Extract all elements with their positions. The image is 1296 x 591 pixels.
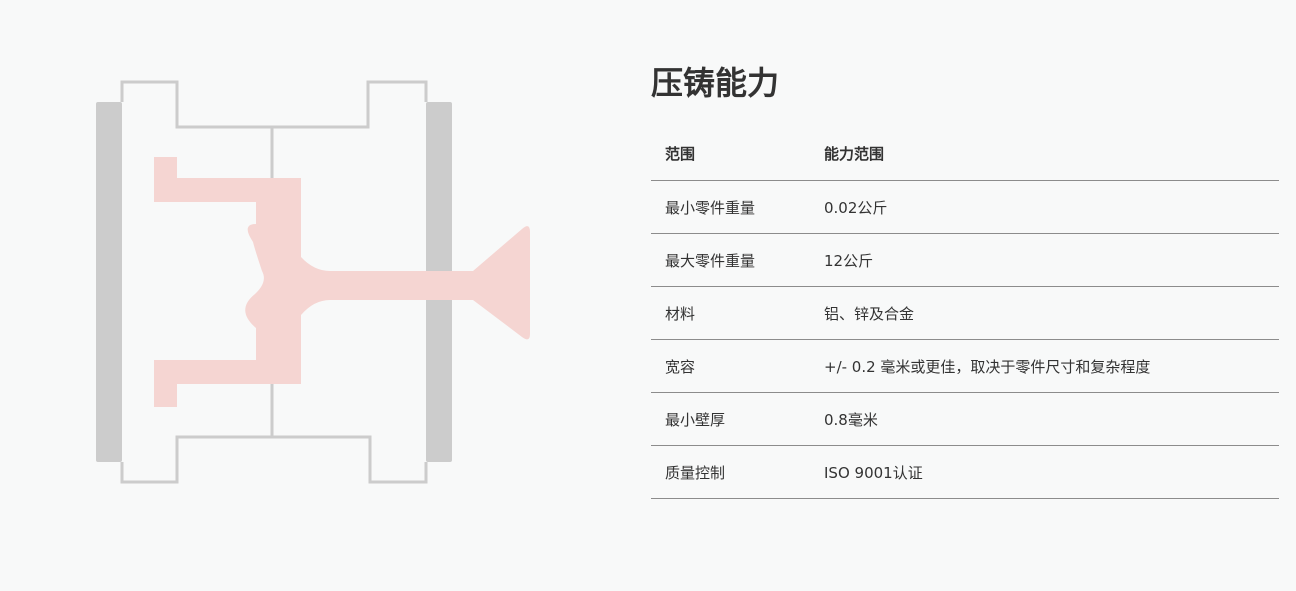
- row-value: 0.02公斤: [810, 180, 1279, 234]
- capability-table: 范围 能力范围 最小零件重量 0.02公斤 最大零件重量 12公斤 材料 铝、锌…: [651, 126, 1279, 499]
- row-label: 最小壁厚: [651, 392, 810, 446]
- row-label: 材料: [651, 286, 810, 340]
- mold-bottom-outline: [120, 435, 428, 484]
- mold-left-bar: [96, 102, 122, 462]
- row-value: 12公斤: [810, 233, 1279, 287]
- row-value: 0.8毫米: [810, 392, 1279, 446]
- row-label: 最小零件重量: [651, 180, 810, 234]
- content-section: 压铸能力 范围 能力范围 最小零件重量 0.02公斤 最大零件重量 12公斤 材: [651, 62, 1279, 499]
- row-value: +/- 0.2 毫米或更佳，取决于零件尺寸和复杂程度: [810, 339, 1279, 393]
- header-range: 范围: [651, 126, 810, 181]
- table-row: 最小零件重量 0.02公斤: [651, 180, 1279, 234]
- casting-part-shape: [154, 157, 530, 407]
- row-label: 宽容: [651, 339, 810, 393]
- table-row: 最小壁厚 0.8毫米: [651, 392, 1279, 446]
- row-label: 最大零件重量: [651, 233, 810, 287]
- table-row: 最大零件重量 12公斤: [651, 233, 1279, 287]
- die-casting-mold-icon: [90, 72, 540, 492]
- page-title: 压铸能力: [651, 64, 780, 102]
- row-value: 铝、锌及合金: [810, 286, 1279, 340]
- row-value: ISO 9001认证: [810, 445, 1279, 499]
- table-header-row: 范围 能力范围: [651, 126, 1279, 181]
- table-row: 宽容 +/- 0.2 毫米或更佳，取决于零件尺寸和复杂程度: [651, 339, 1279, 393]
- header-capability-range: 能力范围: [810, 126, 1279, 181]
- row-label: 质量控制: [651, 445, 810, 499]
- table-row: 材料 铝、锌及合金: [651, 286, 1279, 340]
- mold-top-outline: [120, 80, 428, 129]
- table-row: 质量控制 ISO 9001认证: [651, 445, 1279, 499]
